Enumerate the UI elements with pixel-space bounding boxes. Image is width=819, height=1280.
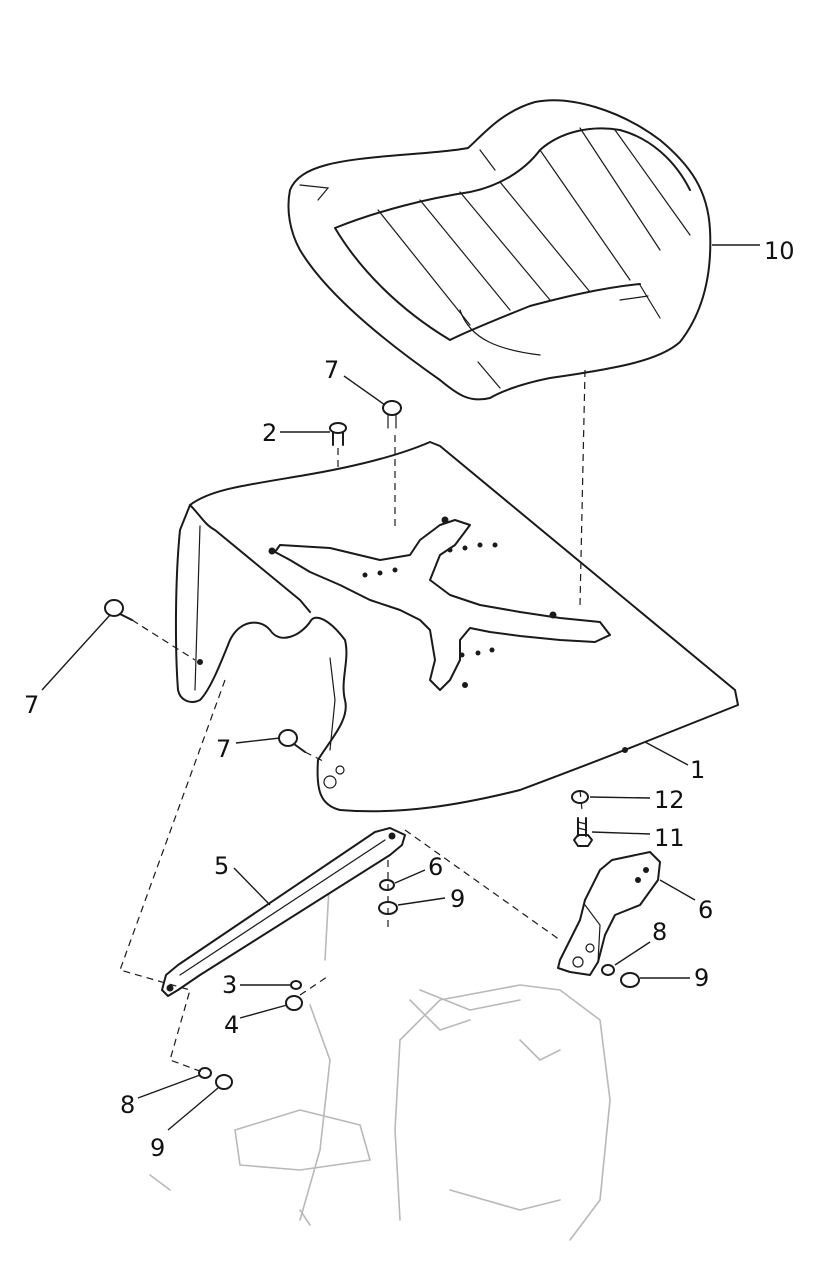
callout-6-washer: 6 xyxy=(428,853,443,881)
callout-10: 10 xyxy=(764,237,795,265)
callout-1: 1 xyxy=(690,756,705,784)
callout-7-mid: 7 xyxy=(216,735,231,763)
callout-4: 4 xyxy=(224,1011,239,1039)
support-bar xyxy=(161,827,406,997)
tractor-body-outline xyxy=(149,869,611,1241)
callout-6-bracket: 6 xyxy=(698,896,713,924)
callout-3: 3 xyxy=(222,971,237,999)
callout-11: 11 xyxy=(654,824,685,852)
seat-cushion xyxy=(287,99,712,401)
leader-lines xyxy=(41,244,760,1131)
callout-9-right: 9 xyxy=(694,964,709,992)
assembly-lines xyxy=(119,369,586,1074)
callout-12: 12 xyxy=(654,786,685,814)
callout-9-mid: 9 xyxy=(450,885,465,913)
mounting-bracket xyxy=(557,851,661,976)
callout-7-top: 7 xyxy=(324,356,339,384)
callout-8-left: 8 xyxy=(120,1091,135,1119)
seat-pan xyxy=(174,441,739,813)
callout-9-left: 9 xyxy=(150,1134,165,1162)
callout-7-left: 7 xyxy=(24,691,39,719)
callout-5: 5 xyxy=(214,852,229,880)
callout-2: 2 xyxy=(262,419,277,447)
callout-8-right: 8 xyxy=(652,918,667,946)
callout-labels: 10 7 2 7 7 1 12 11 5 6 9 6 8 9 3 4 8 9 xyxy=(24,237,795,1162)
